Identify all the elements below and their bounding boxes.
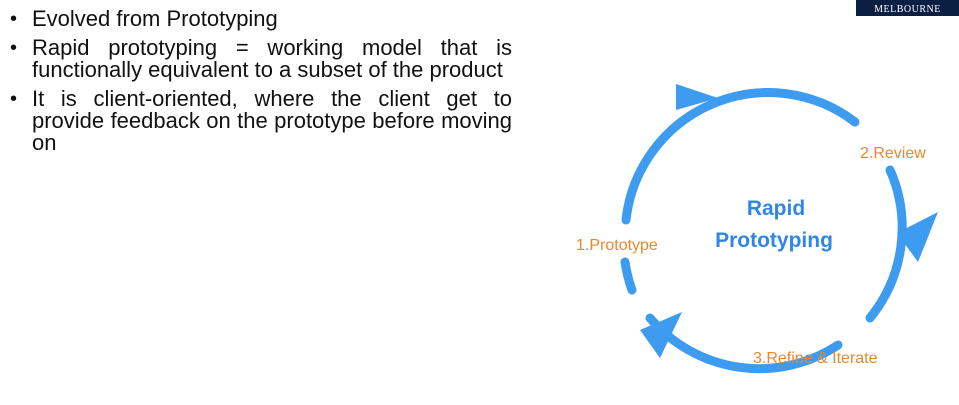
bullet-dot: • xyxy=(10,37,18,59)
bullet-list: • Evolved from Prototyping • Rapid proto… xyxy=(8,8,512,161)
arrowhead-bottom-icon xyxy=(640,312,682,358)
step-label-refine-iterate: 3.Refine & Iterate xyxy=(753,350,878,367)
center-label-line2: Prototyping xyxy=(715,229,833,252)
bullet-item: • It is client-oriented, where the clien… xyxy=(8,88,512,154)
bullet-item: • Evolved from Prototyping xyxy=(8,6,512,31)
arrowhead-right-icon xyxy=(897,212,938,262)
bullet-text: Evolved from Prototyping xyxy=(32,6,278,31)
bullet-text: Rapid prototyping = working model that i… xyxy=(32,35,512,82)
university-logo: MELBOURNE xyxy=(856,0,959,16)
arrowhead-top-icon xyxy=(676,84,718,110)
step-label-prototype: 1.Prototype xyxy=(576,237,658,254)
cycle-arc-left xyxy=(620,257,637,295)
bullet-dot: • xyxy=(10,8,18,30)
bullet-text: It is client-oriented, where the client … xyxy=(32,86,512,155)
bullet-dot: • xyxy=(10,88,18,110)
rapid-prototyping-cycle-diagram: Rapid Prototyping 1.Prototype 2.Review 3… xyxy=(576,84,938,374)
logo-text: MELBOURNE xyxy=(874,4,941,15)
cycle-arc-bottom xyxy=(645,313,843,374)
center-label-line1: Rapid xyxy=(747,197,805,220)
cycle-arc-top xyxy=(621,88,860,225)
bullet-item: • Rapid prototyping = working model that… xyxy=(8,37,512,81)
cycle-arc-right xyxy=(865,165,907,323)
step-label-review: 2.Review xyxy=(860,145,926,162)
